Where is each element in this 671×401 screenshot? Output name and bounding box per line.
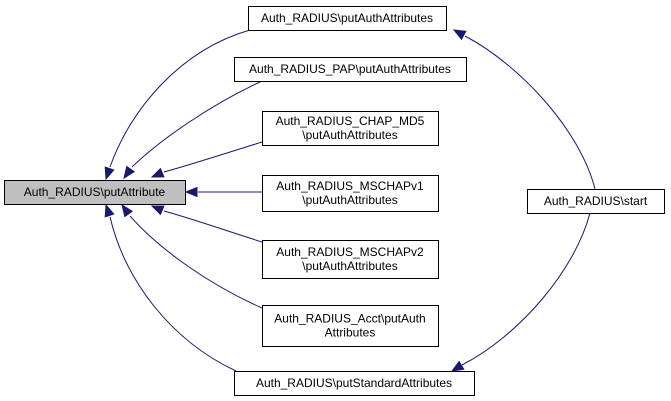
edge-line bbox=[461, 212, 591, 366]
node-label: \putAuthAttributes bbox=[302, 193, 397, 207]
node-label: Auth_RADIUS_CHAP_MD5 bbox=[276, 114, 425, 128]
node-pap-put-auth-attributes[interactable]: Auth_RADIUS_PAP\putAuthAttributes bbox=[234, 57, 467, 82]
arrowhead-icon bbox=[123, 165, 136, 180]
edge-chap-md5-put-auth-attributes-to-put-attribute bbox=[150, 141, 263, 178]
arrowhead-icon bbox=[450, 360, 465, 372]
edge-mschapv2-put-auth-attributes-to-put-attribute bbox=[150, 205, 263, 243]
node-label: Auth_RADIUS_PAP\putAuthAttributes bbox=[249, 62, 451, 76]
node-box bbox=[234, 371, 475, 396]
arrowhead-icon bbox=[104, 203, 115, 218]
edge-line bbox=[131, 80, 263, 168]
edge-line bbox=[109, 216, 237, 372]
node-put-standard-attributes[interactable]: Auth_RADIUS\putStandardAttributes bbox=[234, 371, 475, 396]
node-label: Auth_RADIUS\putAuthAttributes bbox=[261, 11, 433, 25]
node-box bbox=[262, 175, 439, 212]
node-label: \putAuthAttributes bbox=[302, 259, 397, 273]
node-box bbox=[4, 180, 186, 205]
node-label: Auth_RADIUS_MSCHAPv1 bbox=[276, 179, 424, 193]
edge-put-standard-attributes-to-put-attribute bbox=[104, 203, 237, 372]
node-label: Auth_RADIUS_Acct\putAuth bbox=[274, 312, 425, 326]
node-mschapv2-put-auth-attributes[interactable]: Auth_RADIUS_MSCHAPv2\putAuthAttributes bbox=[262, 240, 439, 279]
arrowhead-icon bbox=[150, 205, 165, 216]
arrowhead-icon bbox=[104, 166, 115, 181]
node-start[interactable]: Auth_RADIUS\start bbox=[527, 189, 665, 214]
edge-start-to-put-auth-attributes bbox=[452, 29, 596, 190]
edge-line bbox=[109, 29, 251, 168]
node-box bbox=[262, 111, 439, 146]
node-put-attribute[interactable]: Auth_RADIUS\putAttribute bbox=[4, 180, 186, 205]
edge-mschapv1-put-auth-attributes-to-put-attribute bbox=[184, 186, 262, 198]
arrowhead-icon bbox=[150, 167, 165, 178]
edge-line bbox=[129, 215, 263, 309]
node-label: Auth_RADIUS_MSCHAPv2 bbox=[276, 245, 424, 259]
nodes-layer: Auth_RADIUS\putAttribute Auth_RADIUS\putA… bbox=[4, 6, 665, 396]
node-box bbox=[262, 305, 439, 347]
edges-layer bbox=[104, 29, 596, 372]
edge-line bbox=[464, 35, 596, 190]
node-box bbox=[234, 57, 467, 82]
edge-pap-put-auth-attributes-to-put-attribute bbox=[123, 80, 263, 180]
edge-line bbox=[163, 210, 263, 243]
node-label: \putAuthAttributes bbox=[302, 128, 397, 142]
node-label: Auth_RADIUS\start bbox=[544, 194, 648, 208]
node-label: Auth_RADIUS\putStandardAttributes bbox=[256, 376, 452, 390]
node-box bbox=[527, 189, 665, 214]
edge-put-auth-attributes-to-put-attribute bbox=[104, 29, 251, 181]
edge-start-to-put-standard-attributes bbox=[450, 212, 591, 372]
node-label: Attributes bbox=[325, 326, 376, 340]
node-acct-put-auth-attributes[interactable]: Auth_RADIUS_Acct\putAuthAttributes bbox=[262, 305, 439, 347]
arrowhead-icon bbox=[184, 186, 198, 198]
node-mschapv1-put-auth-attributes[interactable]: Auth_RADIUS_MSCHAPv1\putAuthAttributes bbox=[262, 175, 439, 212]
edge-line bbox=[163, 141, 263, 173]
node-put-auth-attributes[interactable]: Auth_RADIUS\putAuthAttributes bbox=[248, 6, 447, 31]
node-box bbox=[262, 240, 439, 279]
node-label: Auth_RADIUS\putAttribute bbox=[24, 185, 166, 199]
arrowhead-icon bbox=[452, 29, 467, 41]
node-box bbox=[248, 6, 447, 31]
arrowhead-icon bbox=[121, 203, 134, 218]
node-chap-md5-put-auth-attributes[interactable]: Auth_RADIUS_CHAP_MD5\putAuthAttributes bbox=[262, 111, 439, 146]
edge-acct-put-auth-attributes-to-put-attribute bbox=[121, 203, 263, 309]
